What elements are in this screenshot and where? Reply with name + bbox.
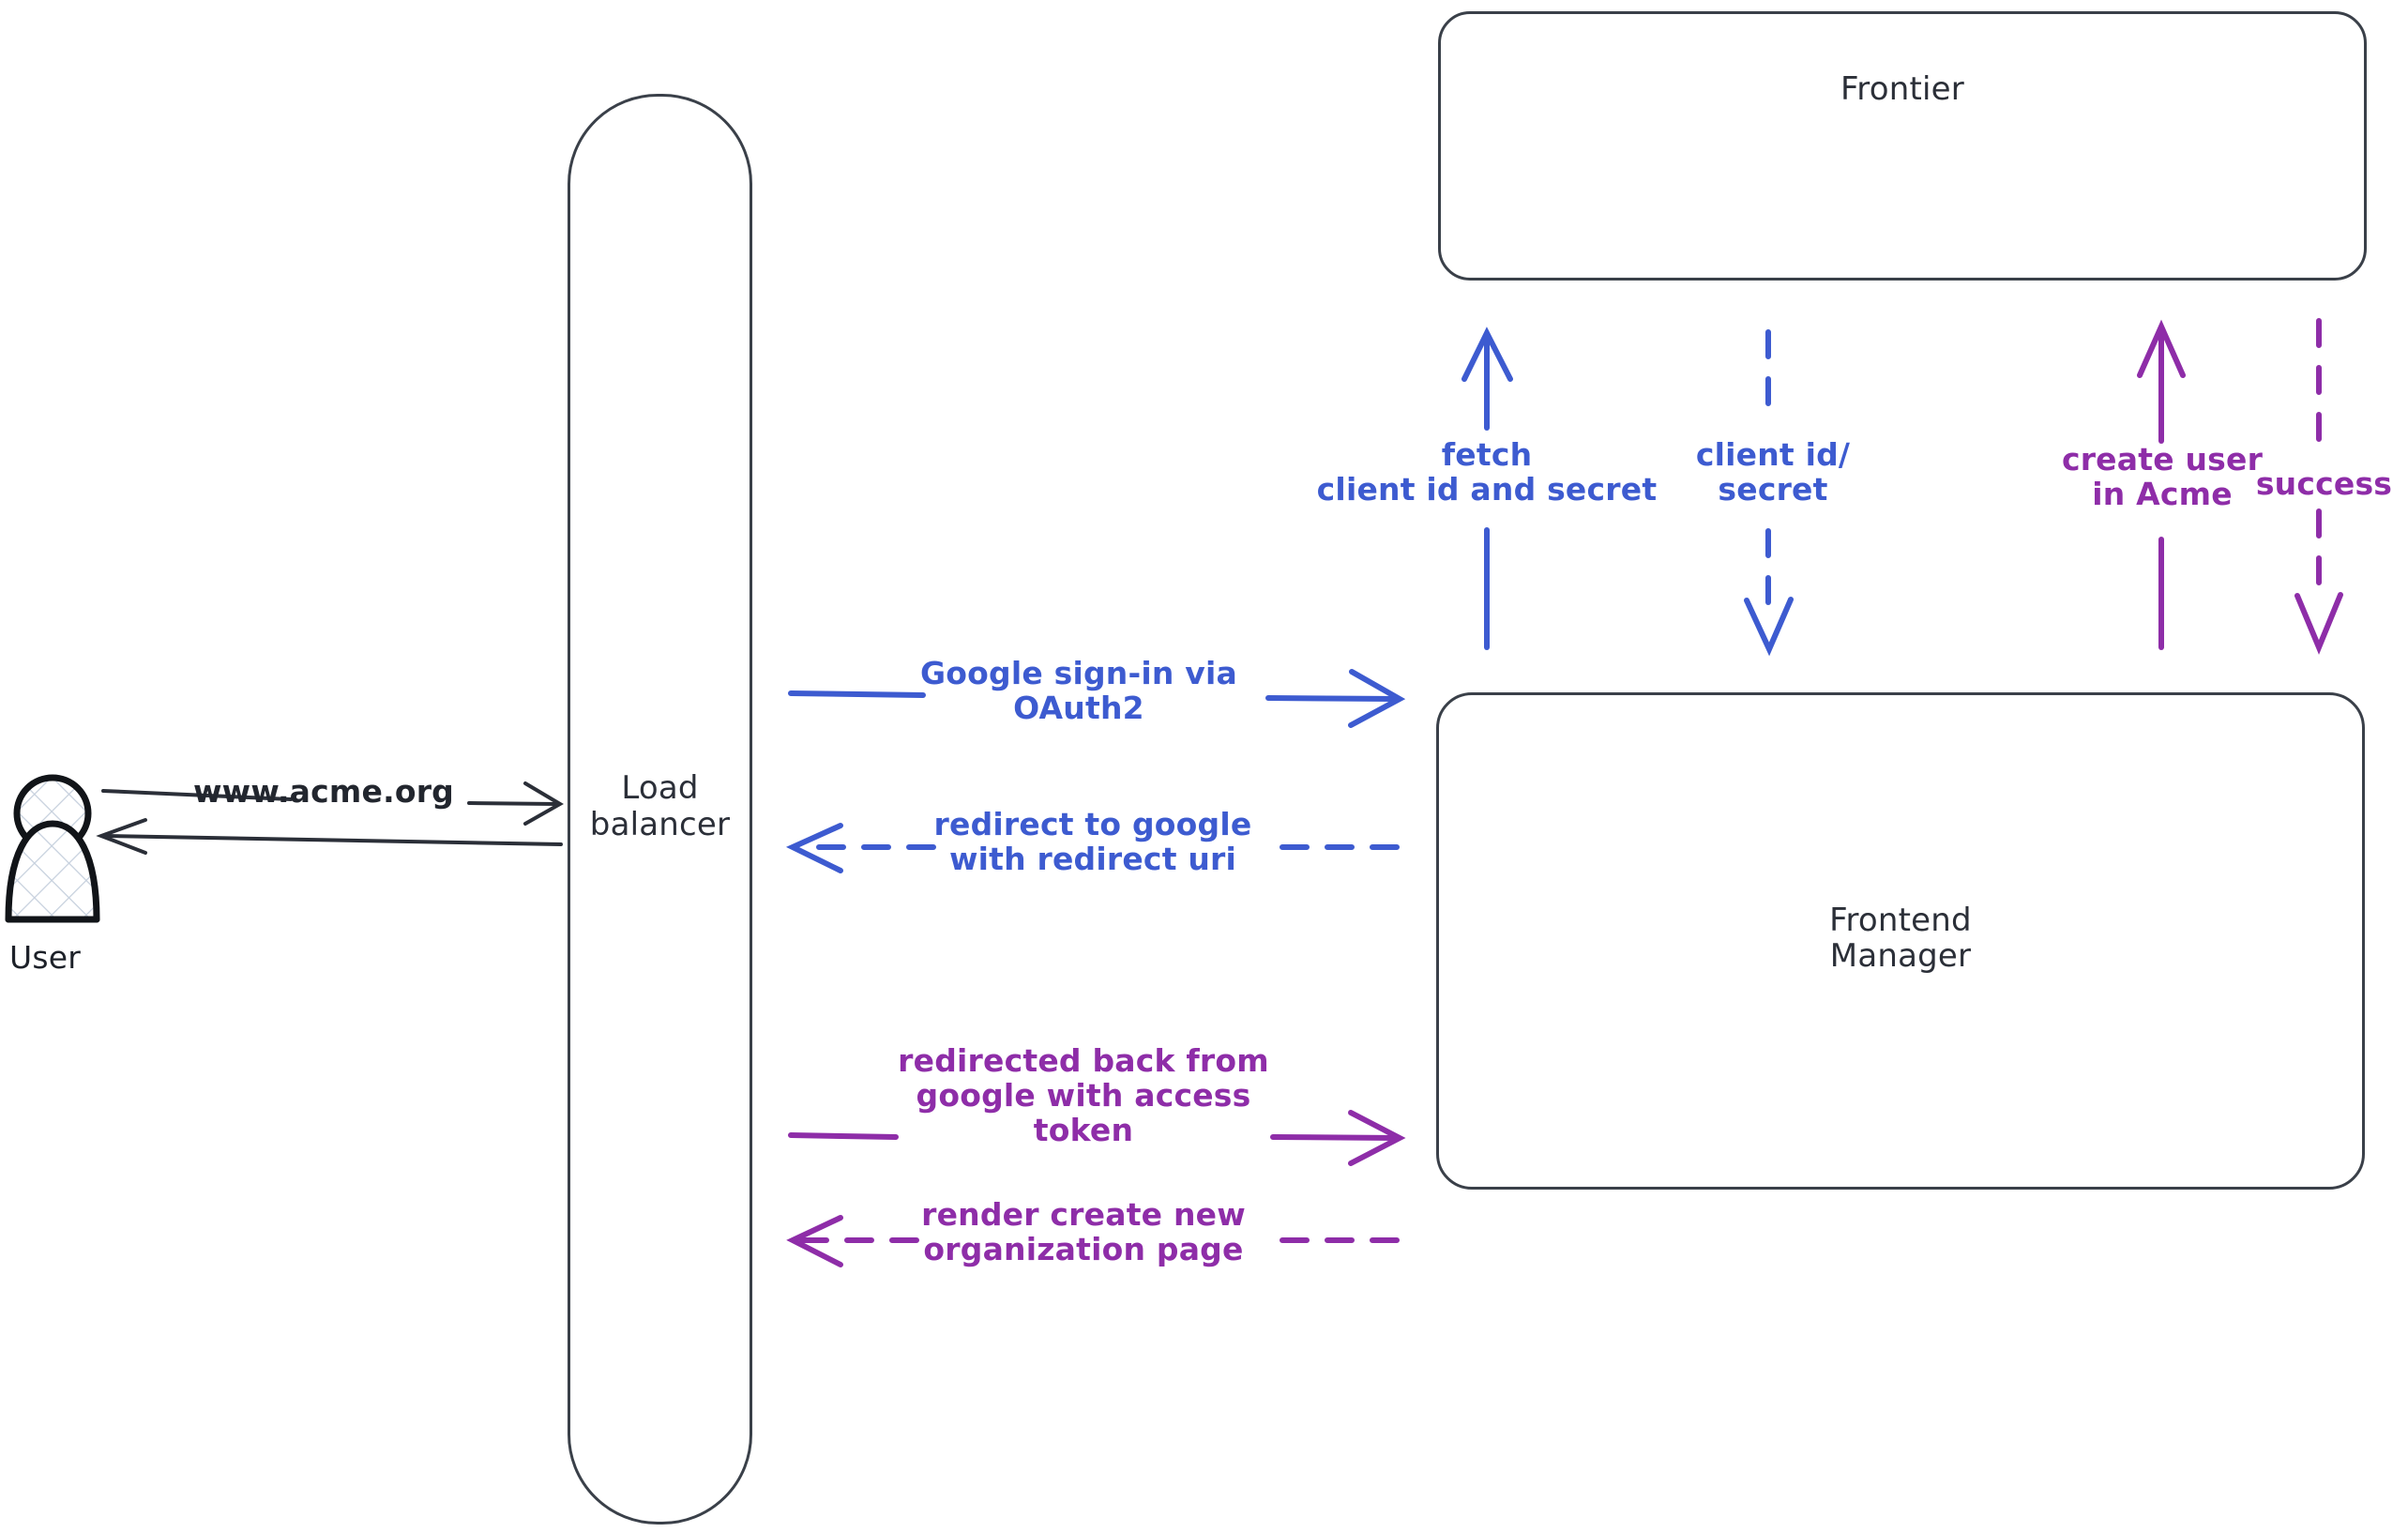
edge-redirected-back-line bbox=[788, 1110, 1406, 1166]
edge-label-create-user: create user in Acme bbox=[2061, 441, 2264, 512]
edge-label-success: success bbox=[2255, 465, 2393, 502]
edge-label-redirect-to-google: redirect to google with redirect uri bbox=[933, 806, 1252, 877]
edge-render-org-page-line bbox=[786, 1215, 1400, 1267]
edge-lb-to-user-line bbox=[96, 818, 563, 855]
edge-user-to-lb-line bbox=[101, 781, 564, 826]
node-load-balancer[interactable]: Load balancer bbox=[568, 94, 752, 1524]
edge-label-redirected-back: redirected back from google with access … bbox=[898, 1042, 1269, 1148]
edge-success-line bbox=[2294, 318, 2343, 655]
edge-label-client-credentials: client id/ secret bbox=[1695, 436, 1851, 508]
edge-label-fetch-credentials: fetch client id and secret bbox=[1316, 436, 1658, 508]
edge-label-render-org-page: render create new organization page bbox=[921, 1196, 1246, 1267]
edge-label-google-signin: Google sign-in via OAuth2 bbox=[920, 655, 1237, 726]
edge-create-user-line bbox=[2137, 319, 2186, 650]
user-actor-glyph bbox=[5, 774, 100, 923]
node-frontier[interactable]: Frontier bbox=[1438, 11, 2367, 281]
edge-redirect-to-google-line bbox=[785, 823, 1400, 873]
node-frontend-manager[interactable]: Frontend Manager bbox=[1436, 692, 2365, 1190]
user-actor-label: User bbox=[9, 939, 82, 976]
node-frontier-label: Frontier bbox=[1840, 70, 1964, 109]
edge-label-www-acme-org: www.acme.org bbox=[193, 773, 454, 810]
edge-client-credentials-line bbox=[1744, 329, 1794, 657]
node-load-balancer-label: Load balancer bbox=[589, 769, 731, 843]
node-frontend-manager-label: Frontend Manager bbox=[1829, 901, 1972, 975]
edge-google-signin-line bbox=[788, 669, 1406, 728]
edge-fetch-credentials-line bbox=[1461, 326, 1513, 650]
